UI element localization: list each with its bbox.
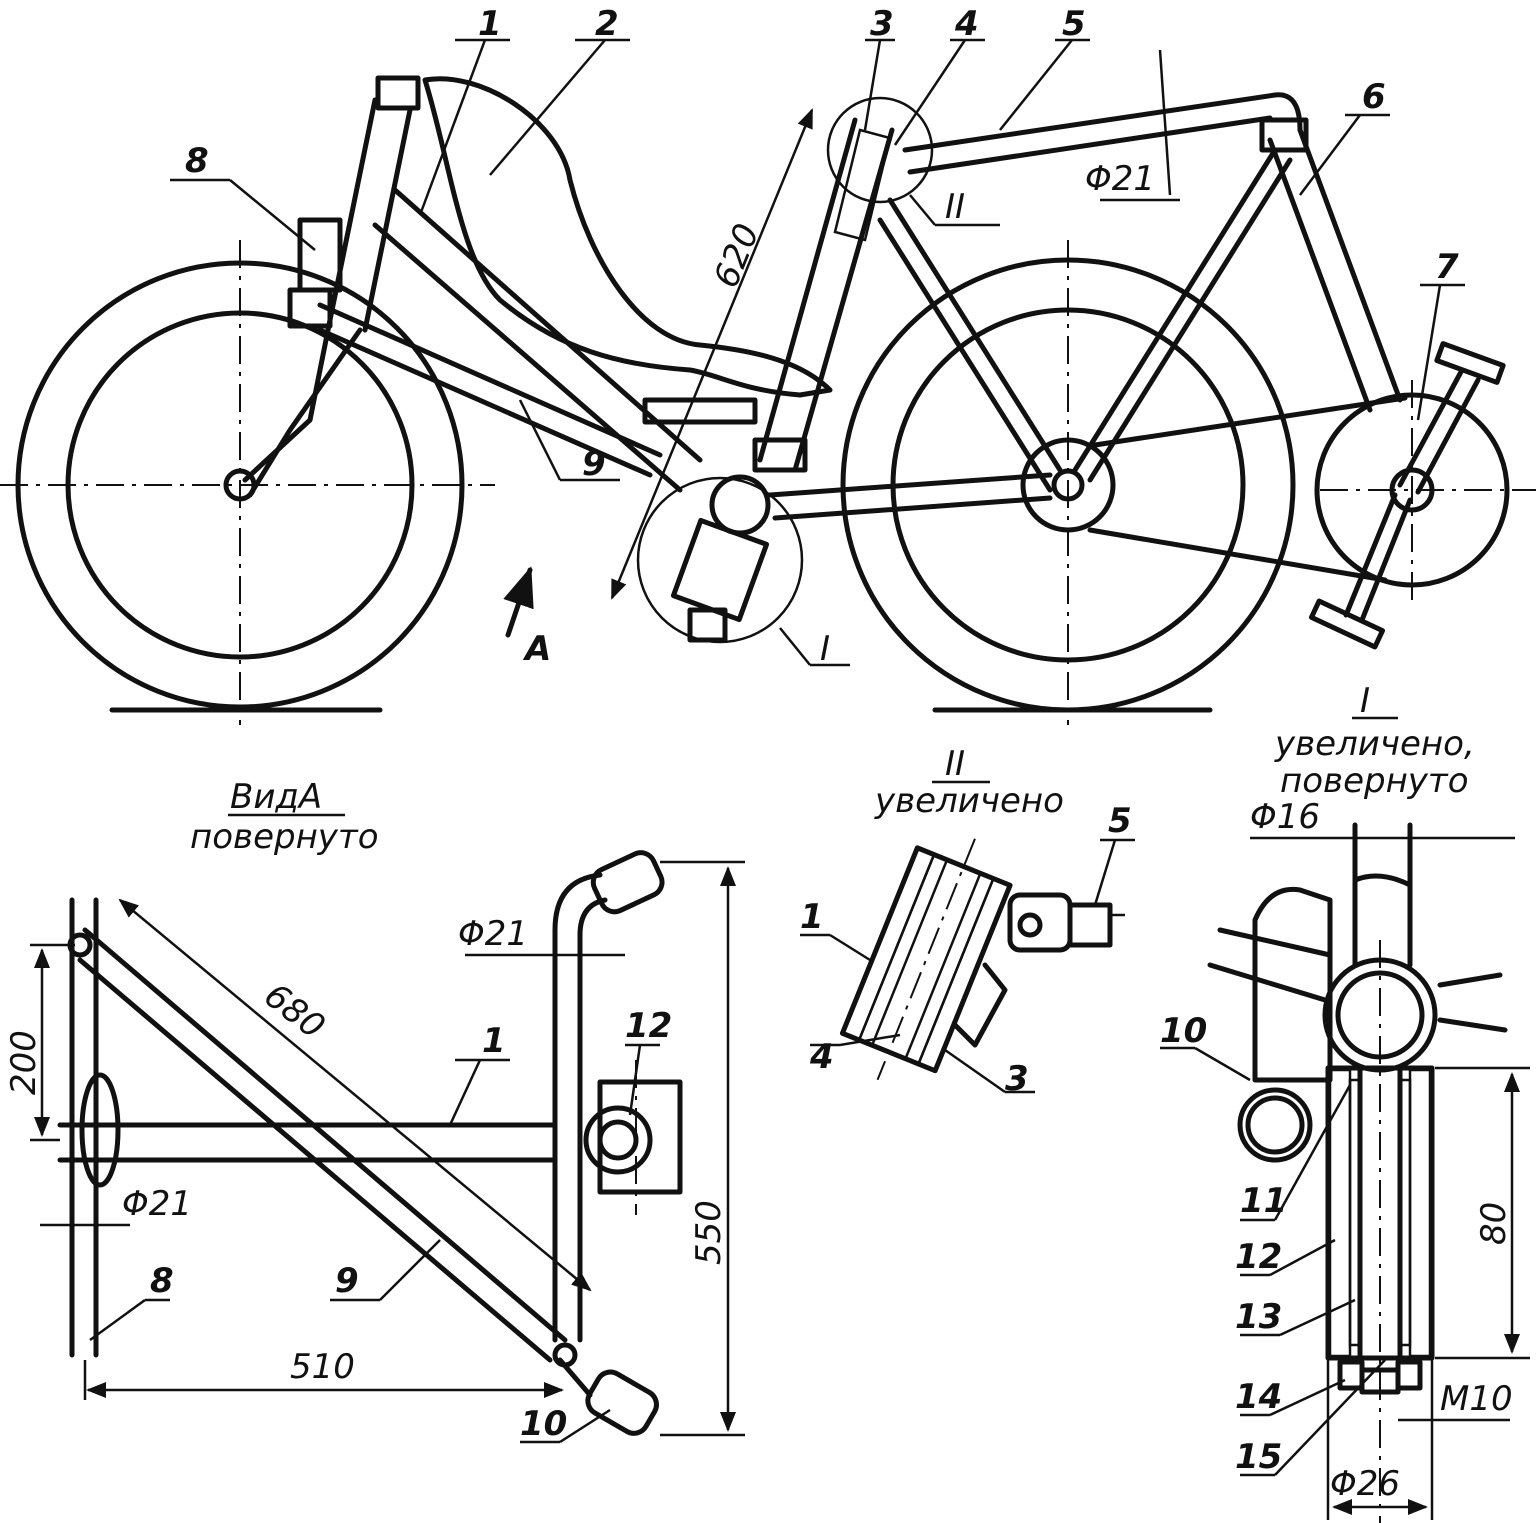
view-a-part-9: 9 <box>335 1261 359 1301</box>
detail-i-part-12: 12 <box>1235 1237 1282 1277</box>
main-part-1: 1 <box>478 4 502 44</box>
detail-i-part-13: 13 <box>1235 1297 1282 1337</box>
chain-upper <box>1092 395 1408 448</box>
main-part-7: 7 <box>1435 247 1459 287</box>
top-tube-5-upper <box>902 92 1303 153</box>
dim-620: 620 <box>706 218 767 293</box>
diagonal-2 <box>1072 147 1278 473</box>
view-a-node-12 <box>597 1079 683 1195</box>
dim-620-line <box>610 108 814 600</box>
dim-d21-left: Φ21 <box>122 1184 192 1224</box>
dim-d21-main: Φ21 <box>1085 159 1155 199</box>
detail-i-caption-1: увеличено, <box>1274 724 1475 764</box>
tube-6-right <box>1297 127 1403 403</box>
detail-i-tube-10 <box>1237 1087 1313 1163</box>
detail-i-part-15: 15 <box>1235 1437 1282 1477</box>
main-part-2: 2 <box>595 4 619 44</box>
detail-i: I увеличено, повернуто Φ16 <box>1160 681 1530 1523</box>
view-a-part-12: 12 <box>625 1006 672 1046</box>
view-a-subtitle: повернуто <box>190 817 379 857</box>
detail-circle-I <box>636 476 804 644</box>
detail-I-marker: I <box>820 629 830 669</box>
bottom-node <box>670 517 770 623</box>
detail-i-part-14: 14 <box>1235 1377 1282 1417</box>
dim-550: 550 <box>689 1200 729 1265</box>
dim-d21-top: Φ21 <box>458 914 528 954</box>
detail-ii: II увеличено 5 1 4 3 <box>800 744 1135 1099</box>
tube-6-left <box>1267 137 1373 413</box>
dim-200: 200 <box>4 1030 44 1095</box>
grip-bottom <box>585 1369 659 1436</box>
tube-9-upper <box>317 302 663 458</box>
view-a-title: ВидА <box>230 777 322 817</box>
view-a-part-1: 1 <box>482 1021 506 1061</box>
handlebar-clamp <box>375 75 421 111</box>
steering-column-left <box>327 97 378 323</box>
steering-column-right <box>362 107 413 333</box>
seat <box>422 76 833 398</box>
tube-9-lower <box>317 327 653 478</box>
dim-80: 80 <box>1474 1202 1514 1245</box>
detail-ii-part-3: 3 <box>1005 1059 1029 1099</box>
main-part-5: 5 <box>1062 4 1086 44</box>
detail-i-sleeve <box>1325 1065 1435 1361</box>
diagonal-1 <box>887 197 1063 473</box>
dim-m10: M10 <box>1440 1379 1513 1419</box>
main-bicycle-view: 620 Φ21 A 1 2 3 4 5 6 7 8 9 <box>0 4 1536 725</box>
dim-d16: Φ16 <box>1250 797 1320 837</box>
grip-top <box>590 850 665 915</box>
mast-right <box>792 127 895 473</box>
fork-rear <box>247 327 363 498</box>
dim-d26: Φ26 <box>1330 1464 1400 1504</box>
main-part-6: 6 <box>1362 77 1386 117</box>
main-part-4: 4 <box>954 4 979 44</box>
detail-ii-caption: увеличено <box>874 781 1064 821</box>
top-tube-5-lower <box>907 115 1273 175</box>
detail-ii-numeral: II <box>945 744 965 784</box>
view-a: ВидА повернуто 680 200 <box>4 777 745 1444</box>
front-wheel <box>0 240 495 725</box>
detail-circle-II <box>826 96 934 204</box>
fork-front <box>242 317 333 483</box>
view-a-part-8: 8 <box>150 1261 174 1301</box>
view-a-letter: A <box>522 629 551 669</box>
detail-i-numeral: I <box>1360 681 1370 721</box>
chain-stay-lower <box>772 495 1053 521</box>
dim-510: 510 <box>290 1347 355 1387</box>
chainring <box>1308 341 1536 650</box>
main-part-8: 8 <box>185 141 209 181</box>
dim-680: 680 <box>256 976 332 1047</box>
detail-ii-part-1: 1 <box>800 897 824 937</box>
mast-left <box>757 117 858 463</box>
chain-stay-upper <box>767 472 1053 498</box>
detail-i-bolt <box>1359 1367 1401 1395</box>
view-a-part-10: 10 <box>520 1404 567 1444</box>
main-part-9: 9 <box>582 444 606 484</box>
chain-lower <box>1087 527 1388 583</box>
detail-i-caption-2: повернуто <box>1280 761 1469 801</box>
detail-ii-part-5: 5 <box>1108 801 1132 841</box>
detail-ii-part-4: 4 <box>809 1037 834 1077</box>
detail-i-part-10: 10 <box>1160 1011 1207 1051</box>
detail-II-marker: II <box>945 187 965 227</box>
main-part-3: 3 <box>870 4 894 44</box>
view-a-arrow <box>503 566 534 638</box>
detail-i-part-11: 11 <box>1240 1181 1287 1221</box>
